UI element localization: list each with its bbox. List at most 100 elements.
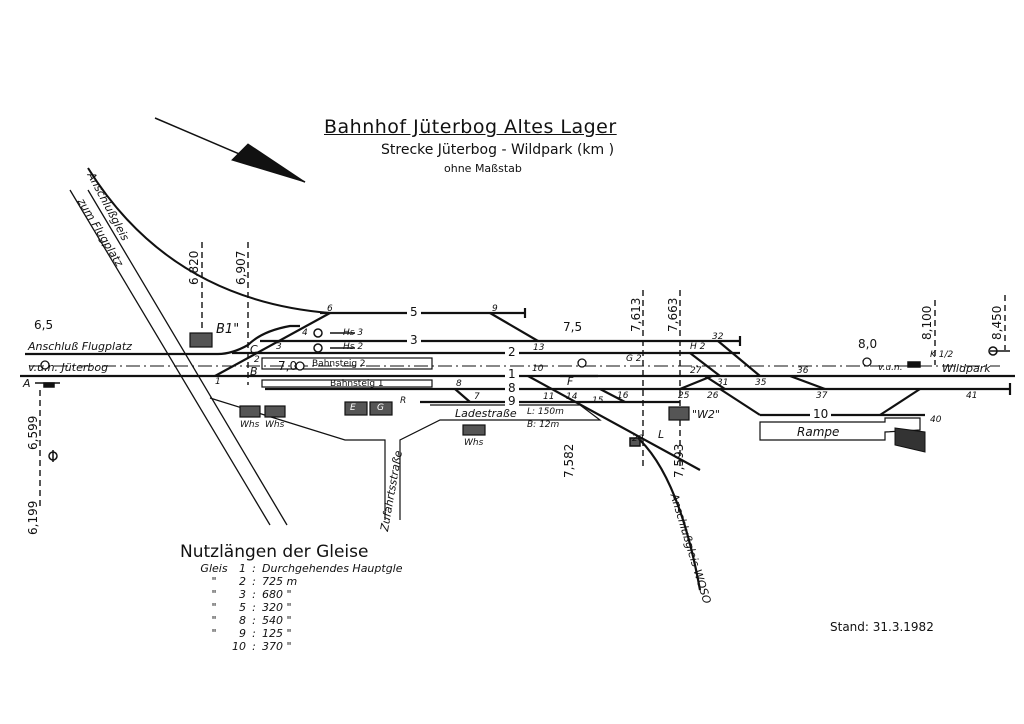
km-7-582: 7,582 [562, 443, 576, 478]
row-track: 5 [239, 601, 246, 614]
switch-label: 4 [302, 328, 308, 338]
switch-label: 20 [632, 434, 644, 444]
switch-label: 41 [966, 391, 978, 401]
usable-length-row: " 9:125 " [198, 627, 403, 640]
building-g: G [377, 403, 384, 413]
label-von-jueterbog: v.u.n. Jüterbog [28, 361, 109, 374]
road-flugplatz-edge [87, 189, 288, 526]
row-separator: : [252, 601, 256, 614]
row-track: 10 [232, 640, 246, 653]
row-prefix: " [211, 627, 217, 640]
track-10-label: 10 [810, 407, 832, 421]
switch-label: 27 [690, 366, 702, 376]
road-flugplatz [69, 189, 271, 526]
label-vun-right: v.u.n. [878, 363, 903, 373]
row-value: 680 " [262, 588, 292, 601]
km-6-5: 6,5 [34, 318, 54, 332]
switch-label: 1 [215, 377, 221, 387]
siding-curve-top [87, 167, 331, 314]
km-7-663: 7,663 [666, 297, 680, 332]
label-ladestrasse-length: L: 150m [527, 407, 564, 417]
label-h2: H 2 [690, 342, 706, 352]
switch-label: 11 [543, 392, 555, 402]
switch-label: 31 [717, 378, 729, 388]
switch-label: 9 [492, 304, 498, 314]
row-value: 320 " [262, 601, 292, 614]
row-prefix: " [211, 601, 217, 614]
label-bahnsteig-1: Bahnsteig 1 [330, 379, 384, 389]
usable-length-row: " 5:320 " [198, 601, 403, 614]
signals [35, 328, 1010, 462]
label-hs3: Hs 3 [343, 328, 364, 338]
switch-label: 6 [327, 304, 333, 314]
track-3-label: 3 [407, 333, 421, 347]
row-separator: : [252, 614, 256, 627]
row-track: 8 [239, 614, 246, 627]
label-rampe: Rampe [797, 425, 840, 439]
row-separator: : [252, 575, 256, 588]
label-ladestrasse: Ladestraße [455, 407, 517, 420]
north-arrow-icon [154, 117, 306, 183]
row-prefix: " [211, 588, 217, 601]
track-8-label: 8 [505, 381, 519, 395]
usable-length-row: "8:540 " [198, 614, 403, 627]
track-5-label: 5 [407, 305, 421, 319]
switch-label: 7 [474, 392, 480, 402]
subtitle: Strecke Jüterbog - Wildpark (km ) [381, 142, 615, 158]
switch-label: 13 [533, 343, 545, 353]
km-post-icon [295, 361, 305, 371]
row-prefix: Gleis [200, 562, 228, 575]
switch-label: 40 [930, 415, 942, 425]
signal-f: F [567, 375, 574, 388]
row-value: 370 " [262, 640, 292, 653]
signal-c: C [250, 343, 258, 356]
switch-label: 10 [532, 364, 544, 374]
row-track: 1 [239, 562, 246, 575]
scale-note: ohne Maßstab [444, 162, 522, 175]
switch-label: 37 [816, 391, 828, 401]
row-value: Durchgehendes Hauptgle [262, 562, 403, 575]
buildings [189, 332, 690, 436]
switch-label: 26 [707, 391, 719, 401]
track-9-label: 9 [505, 394, 519, 408]
signal-l: L [658, 428, 665, 441]
row-separator: : [252, 562, 256, 575]
loading-area [209, 397, 602, 520]
km-7-0: 7,0 [278, 359, 298, 373]
km-6-599: 6,599 [26, 415, 40, 450]
ramp-stairs [894, 427, 926, 453]
signal-r: R [400, 396, 407, 406]
row-value: 125 " [262, 627, 292, 640]
row-separator: : [252, 627, 256, 640]
row-separator: : [252, 640, 256, 653]
label-hs2: Hs 2 [343, 342, 364, 352]
track-1-label: 1 [505, 367, 519, 381]
usable-length-row: 10:370 " [198, 640, 403, 653]
km-7-5: 7,5 [563, 320, 583, 334]
row-prefix: " [211, 575, 217, 588]
page-title: Bahnhof Jüterbog Altes Lager [324, 116, 617, 138]
row-value: 540 " [262, 614, 292, 627]
usable-length-row: " 2:725 m [198, 575, 403, 588]
building-e: E [350, 403, 356, 413]
km-8-100: 8,100 [920, 305, 934, 340]
row-track: 2 [239, 575, 246, 588]
km-6-820: 6,820 [187, 250, 201, 285]
label-k12: K 1/2 [930, 350, 954, 360]
label-bahnsteig-2: Bahnsteig 2 [312, 359, 366, 369]
label-whs-2: Whs [265, 420, 285, 430]
stand-date: Stand: 31.3.1982 [830, 620, 934, 634]
km-post-icon [862, 357, 872, 367]
switch-label: 2 [254, 355, 260, 365]
label-g2: G 2 [626, 354, 642, 364]
label-b1: B1" [216, 322, 240, 337]
switch-label: 15 [592, 396, 604, 406]
km-post-icon [577, 358, 587, 368]
row-value: 725 m [262, 575, 298, 588]
row-track: 9 [239, 627, 246, 640]
switch-label: 3 [276, 342, 282, 352]
km-8-450: 8,450 [990, 305, 1004, 340]
